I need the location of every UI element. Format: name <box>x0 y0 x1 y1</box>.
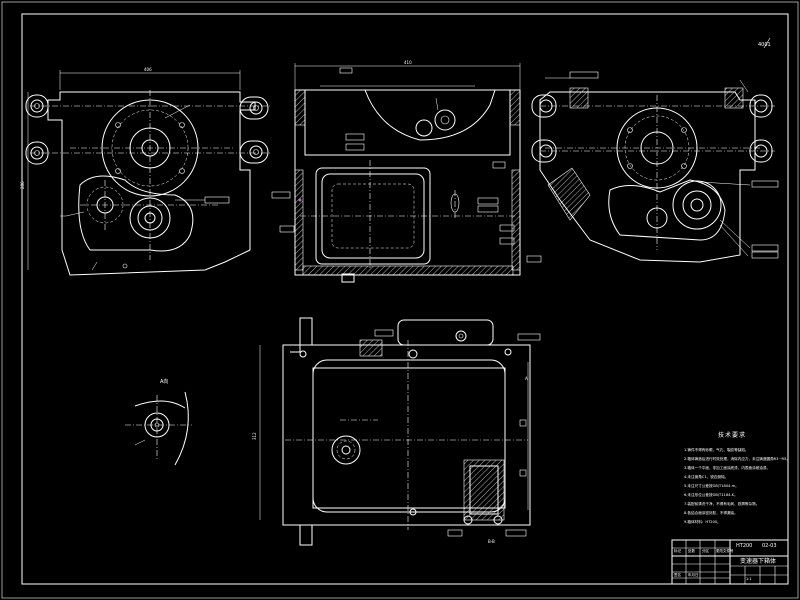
requirement-line: 1.铸件不得有砂眼、气孔、裂纹等缺陷。 <box>684 448 749 452</box>
svg-text:A向: A向 <box>160 378 168 385</box>
scale-note: 1:1 <box>746 577 752 581</box>
right-side-view <box>531 71 779 263</box>
part-name: 变速器下箱体 <box>740 558 777 565</box>
requirement-line: 9.箱体材料：HT200。 <box>684 520 721 524</box>
svg-text:312: 312 <box>252 432 257 440</box>
title-block-row-label: 年月日 <box>688 573 699 577</box>
title-block-row-label: 更改文件号 <box>716 549 734 553</box>
sheet-number: 4001 <box>758 42 771 48</box>
title-block-row-label: 标记 <box>674 549 681 553</box>
svg-text:406: 406 <box>144 67 152 72</box>
detail-view: A向 <box>125 378 192 466</box>
svg-text:410: 410 <box>404 60 412 65</box>
requirement-line: 5.未注尺寸公差按GB/T1804-m。 <box>684 484 739 488</box>
title-block-row-label: 签名 <box>674 573 681 577</box>
technical-requirements-title: 技术要求 <box>718 432 747 439</box>
svg-text:A: A <box>525 376 528 381</box>
bottom-plan-view: 312 A <box>252 317 541 546</box>
svg-text:286: 286 <box>20 181 25 189</box>
requirement-line: 8.各结合面涂密封胶，不得漏油。 <box>684 511 738 515</box>
inner-border <box>21 13 789 585</box>
requirement-line: 7.装配前清洗干净，不得有毛刺、铁屑等杂物。 <box>684 502 760 506</box>
material-label: HT200 <box>736 543 753 549</box>
section-label: B-B <box>488 539 495 544</box>
requirement-line: 2.箱体铸造后进行时效处理，消除内应力，未注铸造圆角R3~R5。 <box>684 457 790 461</box>
front-section-view: 410 <box>271 60 542 283</box>
requirement-line: 6.未注形位公差按GB/T1184-K。 <box>684 493 738 497</box>
drawing-number: 02-03 <box>762 543 777 549</box>
requirement-line: 4.未注倒角C1，锐边倒钝。 <box>684 475 729 479</box>
technical-requirements: 1.铸件不得有砂眼、气孔、裂纹等缺陷。 2.箱体铸造后进行时效处理，消除内应力，… <box>684 446 794 527</box>
title-block-row-label: 处数 <box>688 549 695 553</box>
title-block <box>671 539 789 585</box>
requirement-line: 3.箱体一个平面，非加工面涂底漆，内表面涂耐油漆。 <box>684 466 771 470</box>
left-side-view: 406 286 <box>20 67 270 276</box>
title-block-row-label: 分区 <box>702 549 709 553</box>
